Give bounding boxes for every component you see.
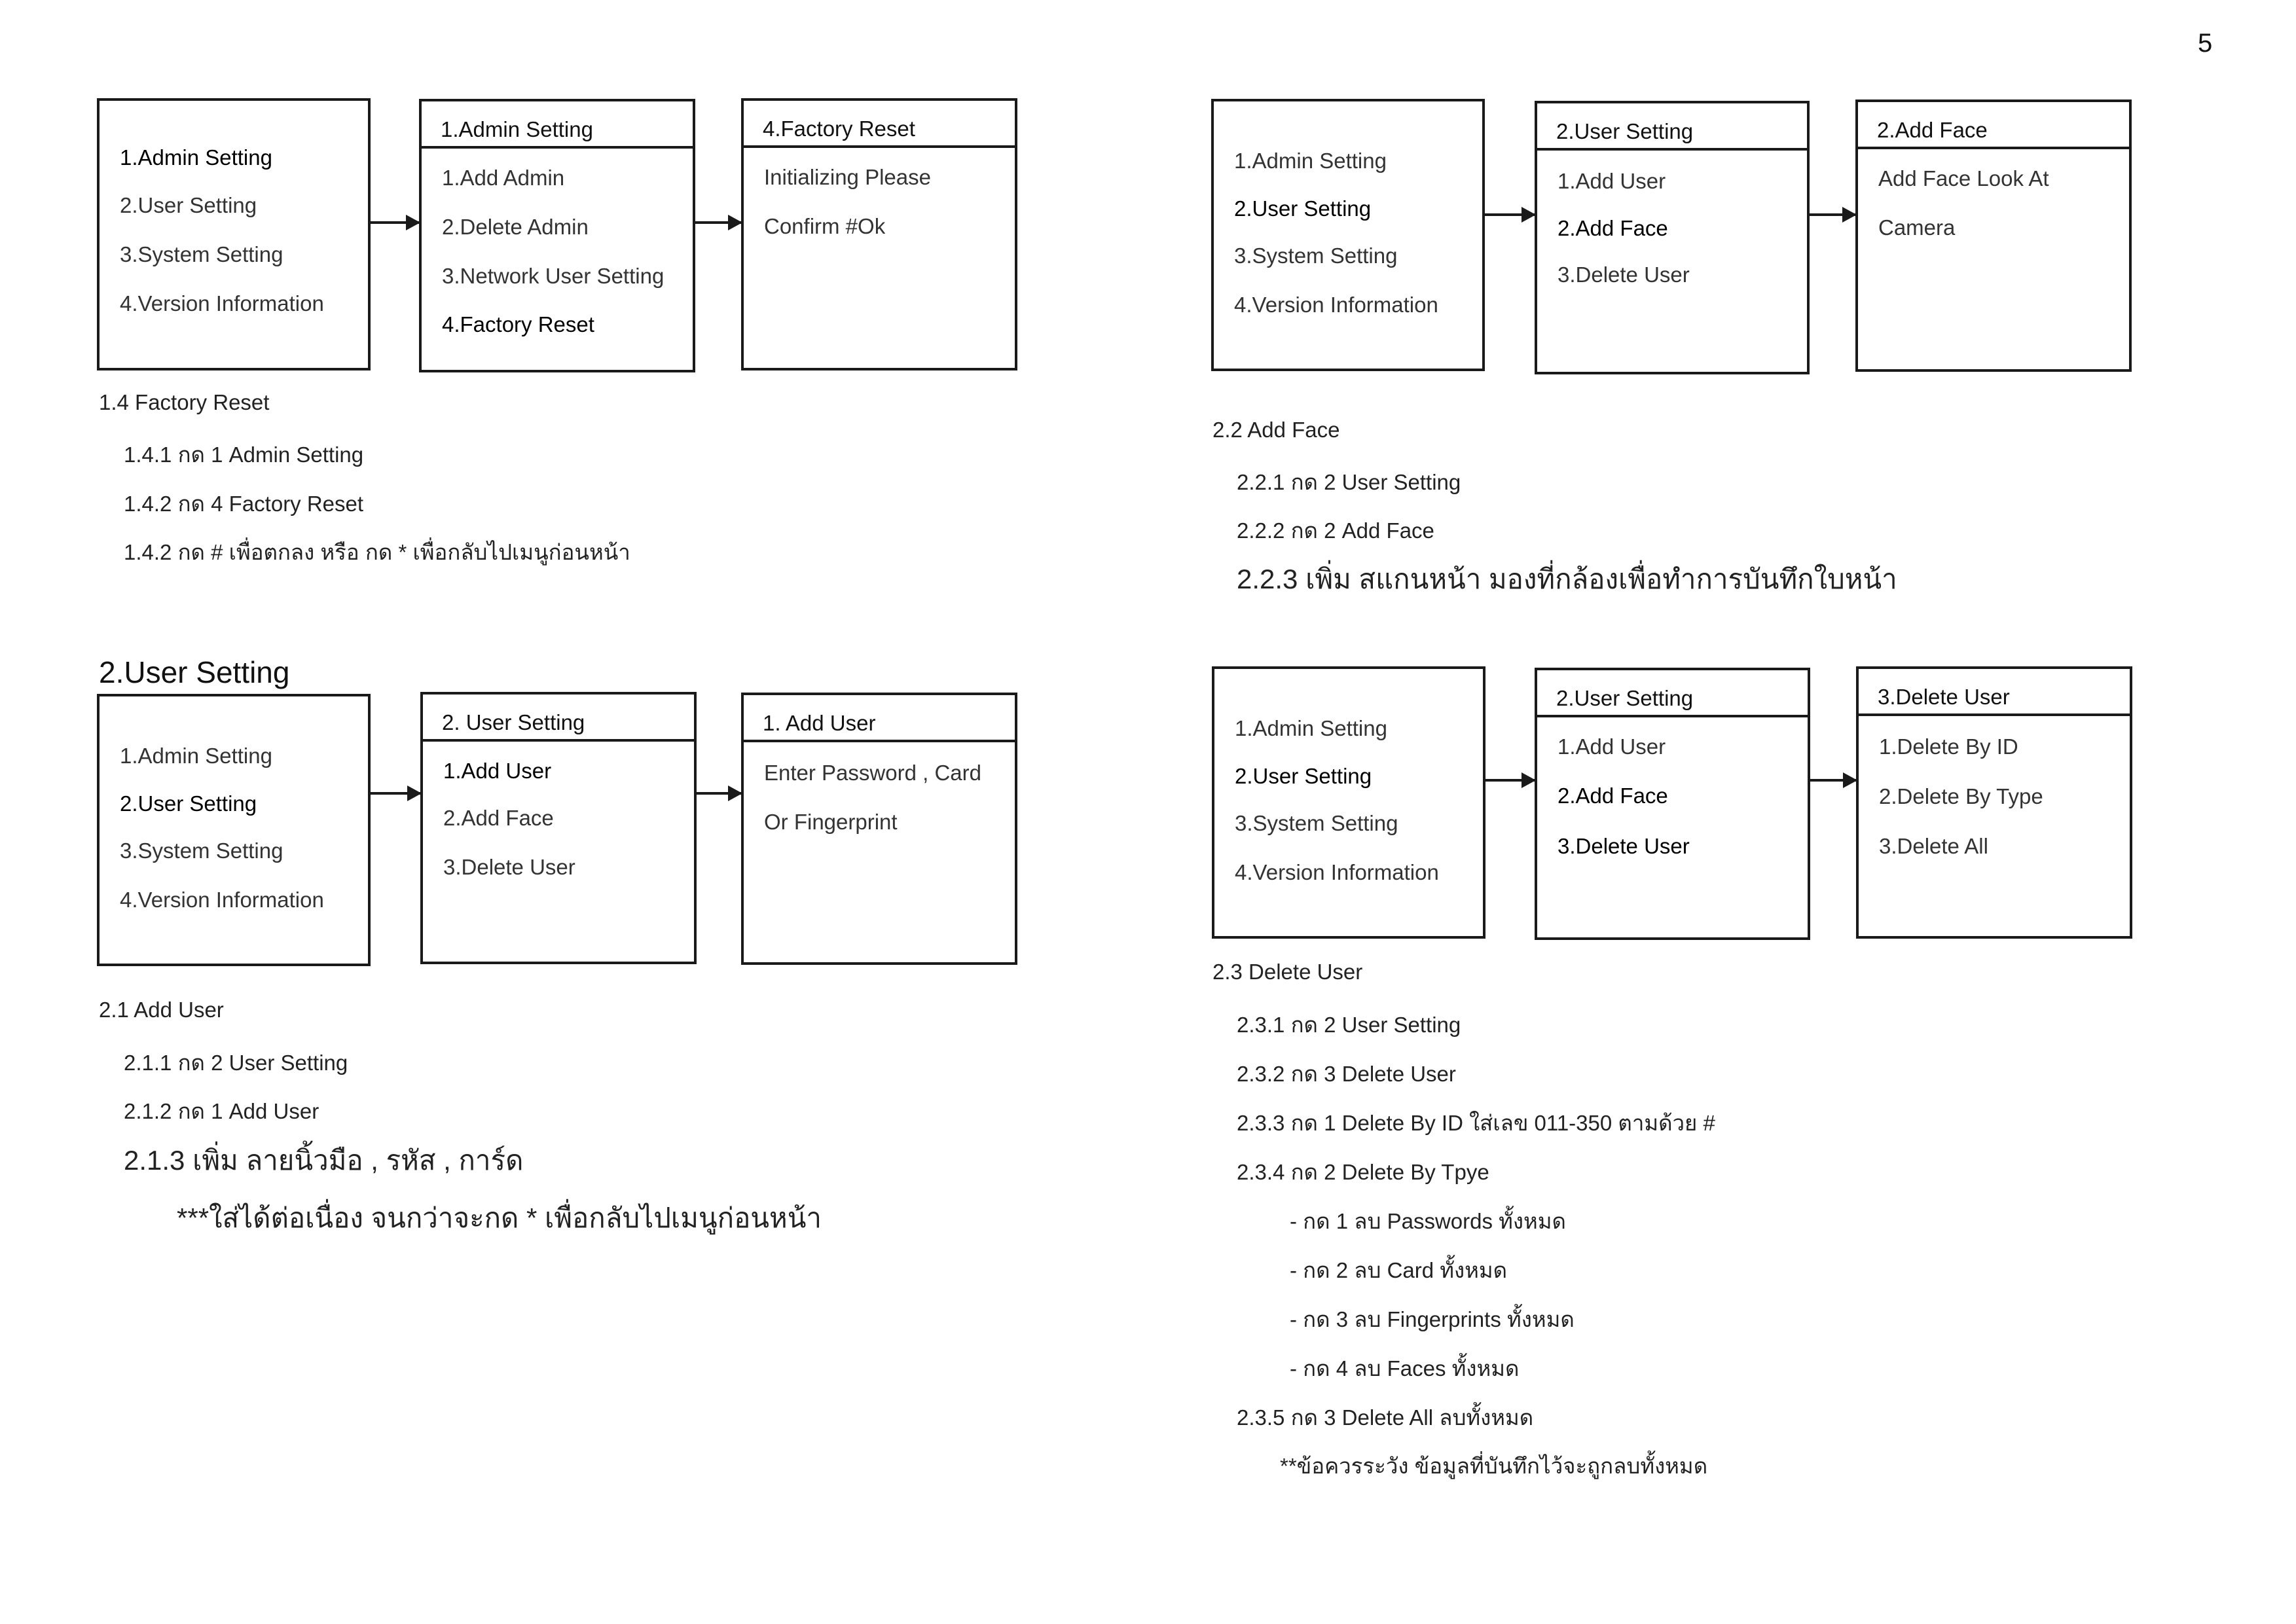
menu-item: 2.User Setting	[1235, 764, 1372, 788]
menu-item: 4.Version Information	[1235, 860, 1439, 884]
section-heading: 2.User Setting	[99, 655, 290, 689]
page-number: 5	[2198, 29, 2213, 58]
box-text: Enter Password , Card	[764, 761, 981, 785]
section-title: 1.4 Factory Reset	[99, 390, 270, 414]
menu-item: 2.User Setting	[1234, 196, 1372, 221]
box-text: Camera	[1878, 215, 1956, 240]
step-text: 2.2.2 กด 2 Add Face	[1237, 518, 1434, 543]
s14-main-menu-box: 1.Admin Setting 2.User Setting 3.System …	[97, 98, 371, 370]
section-title: 2.3 Delete User	[1212, 960, 1363, 984]
warning-text: **ข้อควรระวัง ข้อมูลที่บันทึกไว้จะถูกลบท…	[1280, 1454, 1708, 1478]
menu-item: 2.Delete Admin	[442, 215, 589, 239]
menu-item: 1.Admin Setting	[1234, 149, 1387, 173]
step-text: 2.3.1 กด 2 User Setting	[1237, 1013, 1461, 1037]
menu-item: 1.Admin Setting	[120, 744, 272, 768]
sub-step-text: - กด 2 ลบ Card ทั้งหมด	[1290, 1258, 1508, 1282]
box-header: 2. User Setting	[423, 695, 694, 742]
arrow-icon	[371, 785, 422, 801]
box-header: 2.Add Face	[1858, 102, 2129, 149]
sub-step-text: - กด 3 ลบ Fingerprints ทั้งหมด	[1290, 1307, 1575, 1331]
menu-item: 1.Admin Setting	[120, 145, 272, 170]
box-header: 3.Delete User	[1859, 669, 2130, 716]
step-text: 2.1.3 เพิ่ม ลายนิ้วมือ , รหัส , การ์ด	[124, 1145, 524, 1176]
box-header: 1. Add User	[744, 695, 1015, 742]
step-text: 2.3.3 กด 1 Delete By ID ใส่เลข 011-350 ต…	[1237, 1111, 1715, 1135]
step-text: 2.2.1 กด 2 User Setting	[1237, 470, 1461, 494]
box-header: 2.User Setting	[1537, 103, 1807, 151]
step-text: 2.2.3 เพิ่ม สแกนหน้า มองที่กล้องเพื่อทำก…	[1237, 564, 1897, 594]
step-text: 1.4.2 กด # เพื่อตกลง หรือ กด * เพื่อกลับ…	[124, 540, 630, 564]
s21-main-menu-box: 1.Admin Setting 2.User Setting 3.System …	[97, 694, 371, 966]
step-text: 2.3.5 กด 3 Delete All ลบทั้งหมด	[1237, 1405, 1534, 1430]
s23-main-menu-box: 1.Admin Setting 2.User Setting 3.System …	[1212, 666, 1485, 939]
menu-item: 4.Version Information	[1234, 293, 1438, 317]
s23-delete-user-box: 3.Delete User 1.Delete By ID 2.Delete By…	[1856, 666, 2132, 939]
box-text: Add Face Look At	[1878, 166, 2049, 190]
menu-item: 2.User Setting	[120, 791, 257, 816]
menu-item: 3.Delete User	[443, 855, 575, 879]
s22-main-menu-box: 1.Admin Setting 2.User Setting 3.System …	[1211, 99, 1485, 371]
s22-add-face-box: 2.Add Face Add Face Look At Camera	[1855, 99, 2132, 372]
step-text: 2.3.2 กด 3 Delete User	[1237, 1062, 1456, 1086]
menu-item: 4.Factory Reset	[442, 312, 594, 336]
s22-user-setting-box: 2.User Setting 1.Add User 2.Add Face 3.D…	[1535, 101, 1810, 374]
section-title: 2.1 Add User	[99, 998, 224, 1022]
s23-user-setting-box: 2.User Setting 1.Add User 2.Add Face 3.D…	[1535, 668, 1810, 940]
menu-item: 3.Network User Setting	[442, 264, 665, 288]
s21-user-setting-box: 2. User Setting 1.Add User 2.Add Face 3.…	[420, 692, 697, 964]
menu-item: 3.Delete User	[1558, 834, 1690, 858]
s21-add-user-box: 1. Add User Enter Password , Card Or Fin…	[741, 693, 1017, 965]
menu-item: 2.Add Face	[1558, 784, 1668, 808]
arrow-icon	[1810, 772, 1857, 788]
menu-item: 3.Delete User	[1558, 262, 1690, 287]
s14-admin-setting-box: 1.Admin Setting 1.Add Admin 2.Delete Adm…	[419, 99, 695, 372]
section-title: 2.2 Add Face	[1212, 418, 1340, 442]
arrow-icon	[697, 785, 742, 801]
menu-item: 1.Admin Setting	[1235, 716, 1387, 740]
sub-step-text: - กด 1 ลบ Passwords ทั้งหมด	[1290, 1209, 1566, 1233]
box-header: 2.User Setting	[1537, 670, 1808, 717]
menu-item: 1.Add Admin	[442, 166, 565, 190]
step-text: 2.1.1 กด 2 User Setting	[124, 1051, 348, 1075]
arrow-icon	[371, 215, 420, 230]
menu-item: 3.System Setting	[1235, 811, 1398, 835]
arrow-icon	[695, 215, 742, 230]
box-text: 3.Delete All	[1879, 834, 1988, 858]
step-text: 2.3.4 กด 2 Delete By Tpye	[1237, 1160, 1489, 1184]
box-header: 1.Admin Setting	[422, 101, 693, 149]
box-text: Or Fingerprint	[764, 810, 898, 834]
note-text: ***ใส่ได้ต่อเนื่อง จนกว่าจะกด * เพื่อกลั…	[177, 1202, 822, 1233]
menu-item: 1.Add User	[1558, 734, 1666, 759]
menu-item: 2.Add Face	[443, 806, 554, 830]
arrow-icon	[1485, 207, 1536, 223]
menu-item: 4.Version Information	[120, 888, 324, 912]
sub-step-text: - กด 4 ลบ Faces ทั้งหมด	[1290, 1356, 1520, 1380]
menu-item: 4.Version Information	[120, 291, 324, 316]
step-text: 1.4.1 กด 1 Admin Setting	[124, 442, 364, 467]
box-text: Initializing Please	[764, 165, 931, 189]
menu-item: 3.System Setting	[1234, 244, 1398, 268]
arrow-icon	[1810, 207, 1857, 223]
menu-item: 2.User Setting	[120, 193, 257, 217]
box-text: 2.Delete By Type	[1879, 784, 2043, 808]
menu-item: 2.Add Face	[1558, 216, 1668, 240]
box-header: 4.Factory Reset	[744, 101, 1015, 148]
menu-item: 3.System Setting	[120, 242, 283, 266]
box-text: 1.Delete By ID	[1879, 734, 2018, 759]
menu-item: 1.Add User	[443, 759, 552, 783]
s14-factory-reset-box: 4.Factory Reset Initializing Please Conf…	[741, 98, 1017, 370]
menu-item: 1.Add User	[1558, 169, 1666, 193]
step-text: 2.1.2 กด 1 Add User	[124, 1099, 319, 1123]
menu-item: 3.System Setting	[120, 839, 283, 863]
arrow-icon	[1485, 772, 1536, 788]
box-text: Confirm #Ok	[764, 214, 886, 238]
step-text: 1.4.2 กด 4 Factory Reset	[124, 492, 364, 516]
